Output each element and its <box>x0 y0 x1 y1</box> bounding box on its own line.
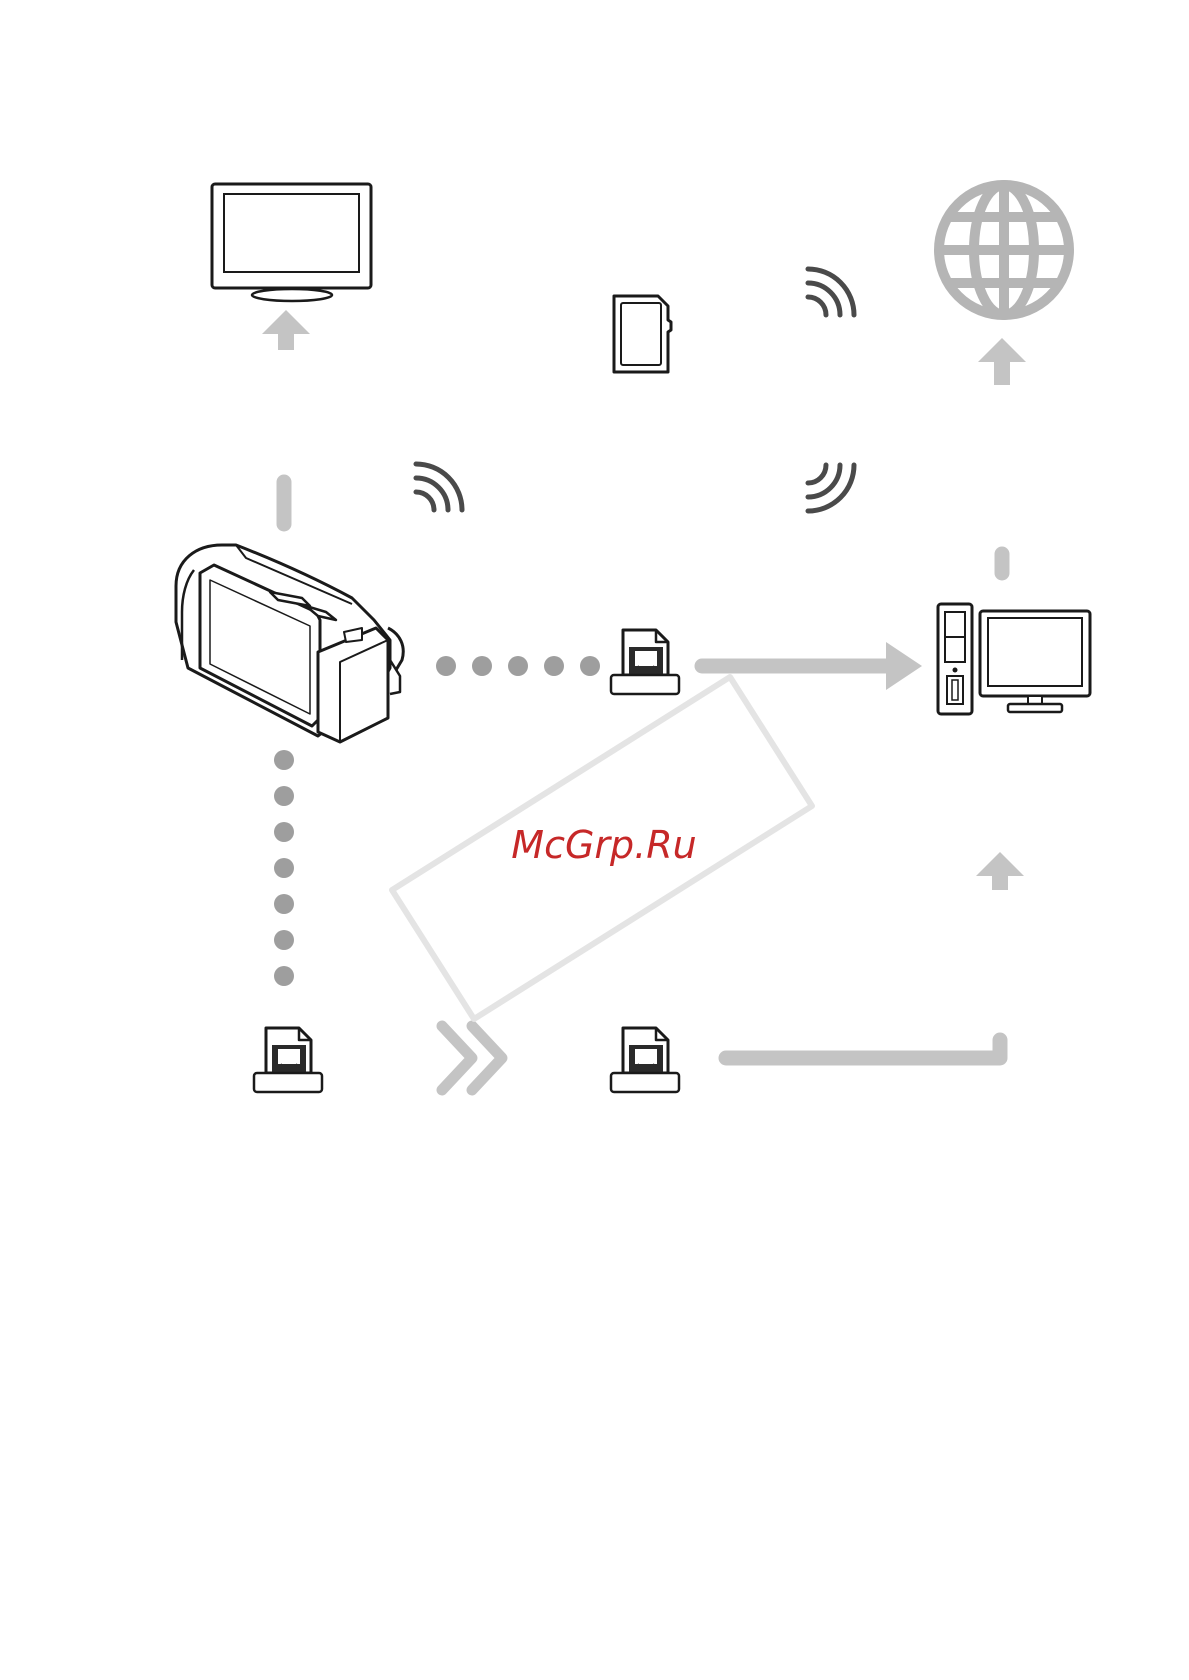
tv-icon <box>212 184 371 301</box>
up-arrow-internet <box>978 338 1026 385</box>
video-file-icon <box>611 1028 679 1092</box>
dotted-line-vertical <box>274 750 294 986</box>
wifi-waves-internet <box>808 269 854 315</box>
computer-icon <box>938 604 1090 714</box>
wifi-waves-camcorder <box>416 464 462 510</box>
elbow-line-to-computer <box>726 1040 1000 1058</box>
up-arrow-computer <box>976 852 1024 890</box>
watermark-text: McGrp.Ru <box>511 823 696 867</box>
wifi-waves-computer <box>808 465 854 511</box>
up-arrow-tv <box>262 310 310 350</box>
video-file-icon <box>254 1028 322 1092</box>
globe-icon <box>939 185 1069 315</box>
watermark: McGrp.Ru <box>392 677 812 1019</box>
double-chevron-icon <box>442 1026 502 1090</box>
sd-card-icon <box>614 296 671 372</box>
dotted-line-horizontal <box>436 656 600 676</box>
video-file-icon <box>611 630 679 694</box>
camcorder-icon <box>176 545 403 742</box>
